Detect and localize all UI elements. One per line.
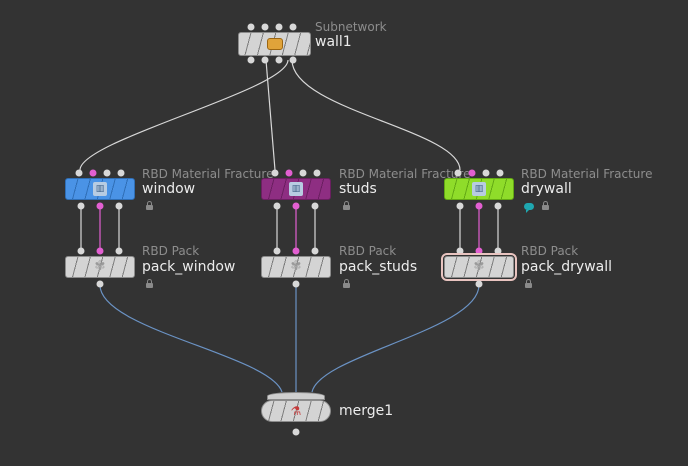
- output-port-4[interactable]: [289, 56, 297, 64]
- input-port-2[interactable]: [285, 169, 293, 177]
- output-port-3[interactable]: [494, 202, 502, 210]
- lock-icon[interactable]: [343, 201, 350, 210]
- wire-pack_drywall-merge1[interactable]: [311, 284, 480, 393]
- node-body[interactable]: [238, 32, 311, 56]
- input-port-2[interactable]: [292, 247, 300, 255]
- input-port-2[interactable]: [475, 247, 483, 255]
- input-port-4[interactable]: [496, 169, 504, 177]
- output-port-2[interactable]: [96, 202, 104, 210]
- input-port-3[interactable]: [275, 23, 283, 31]
- merge-icon: ⚗: [290, 404, 302, 418]
- node-type-label: RBD Material Fracture: [142, 167, 274, 181]
- node-body[interactable]: ✾: [65, 256, 135, 278]
- wire-pack_window-merge1[interactable]: [99, 284, 283, 393]
- input-port-2[interactable]: [96, 247, 104, 255]
- subnetwork-icon: [266, 38, 283, 50]
- input-port-3[interactable]: [494, 247, 502, 255]
- lock-icon[interactable]: [343, 279, 350, 288]
- input-port-4[interactable]: [117, 169, 125, 177]
- pack-icon: ✾: [473, 259, 485, 274]
- node-name-label[interactable]: studs: [339, 181, 377, 197]
- node-body[interactable]: ✾: [441, 253, 517, 281]
- node-body[interactable]: ▥: [65, 178, 135, 200]
- node-name-label[interactable]: pack_studs: [339, 259, 418, 275]
- node-body[interactable]: ✾: [261, 256, 331, 278]
- fracture-icon: ▥: [289, 182, 303, 196]
- comment-icon[interactable]: [524, 203, 534, 213]
- input-port-2[interactable]: [468, 169, 476, 177]
- lock-icon[interactable]: [146, 201, 153, 210]
- node-name-label[interactable]: wall1: [315, 34, 352, 50]
- wire-wall1-window[interactable]: [79, 59, 289, 171]
- input-port-4[interactable]: [289, 23, 297, 31]
- input-port-2[interactable]: [89, 169, 97, 177]
- output-port-2[interactable]: [261, 56, 269, 64]
- lock-icon[interactable]: [525, 279, 532, 288]
- lock-icon[interactable]: [146, 279, 153, 288]
- output-port-3[interactable]: [275, 56, 283, 64]
- output-port[interactable]: [96, 280, 104, 288]
- node-body[interactable]: ▥: [261, 178, 331, 200]
- output-port[interactable]: [475, 280, 483, 288]
- pack-icon: ✾: [94, 259, 106, 274]
- input-port-2[interactable]: [261, 23, 269, 31]
- output-port-1[interactable]: [247, 56, 255, 64]
- output-port-2[interactable]: [475, 202, 483, 210]
- input-port-1[interactable]: [273, 247, 281, 255]
- input-port-1[interactable]: [77, 247, 85, 255]
- output-port[interactable]: [292, 428, 300, 436]
- input-port-3[interactable]: [103, 169, 111, 177]
- node-type-label: RBD Pack: [142, 244, 200, 258]
- node-name-label[interactable]: drywall: [521, 181, 572, 197]
- output-port-2[interactable]: [292, 202, 300, 210]
- node-name-label[interactable]: window: [142, 181, 196, 197]
- input-port-3[interactable]: [299, 169, 307, 177]
- node-type-label: Subnetwork: [315, 20, 387, 34]
- node-name-label[interactable]: merge1: [339, 403, 394, 419]
- pack-icon: ✾: [290, 259, 302, 274]
- input-port-3[interactable]: [482, 169, 490, 177]
- fracture-icon: ▥: [472, 182, 486, 196]
- input-port-1[interactable]: [247, 23, 255, 31]
- input-port-1[interactable]: [271, 169, 279, 177]
- node-body[interactable]: ⚗: [261, 400, 331, 422]
- node-name-label[interactable]: pack_drywall: [521, 259, 613, 275]
- input-port-1[interactable]: [456, 247, 464, 255]
- input-port-1[interactable]: [454, 169, 462, 177]
- node-name-label[interactable]: pack_window: [142, 259, 236, 275]
- node-type-label: RBD Material Fracture: [339, 167, 471, 181]
- input-port-4[interactable]: [313, 169, 321, 177]
- node-type-label: RBD Pack: [521, 244, 579, 258]
- wire-wall1-studs[interactable]: [265, 59, 276, 171]
- node-type-label: RBD Material Fracture: [521, 167, 653, 181]
- output-port-1[interactable]: [77, 202, 85, 210]
- fracture-icon: ▥: [93, 182, 107, 196]
- input-port-3[interactable]: [311, 247, 319, 255]
- output-port-1[interactable]: [456, 202, 464, 210]
- input-port-1[interactable]: [75, 169, 83, 177]
- node-body[interactable]: ▥: [444, 178, 514, 200]
- lock-icon[interactable]: [542, 201, 549, 210]
- wire-wall1-drywall[interactable]: [291, 59, 461, 171]
- node-type-label: RBD Pack: [339, 244, 397, 258]
- output-port-3[interactable]: [115, 202, 123, 210]
- output-port-1[interactable]: [273, 202, 281, 210]
- output-port-3[interactable]: [311, 202, 319, 210]
- merge-input-bar[interactable]: [267, 392, 325, 400]
- output-port[interactable]: [292, 280, 300, 288]
- input-port-3[interactable]: [115, 247, 123, 255]
